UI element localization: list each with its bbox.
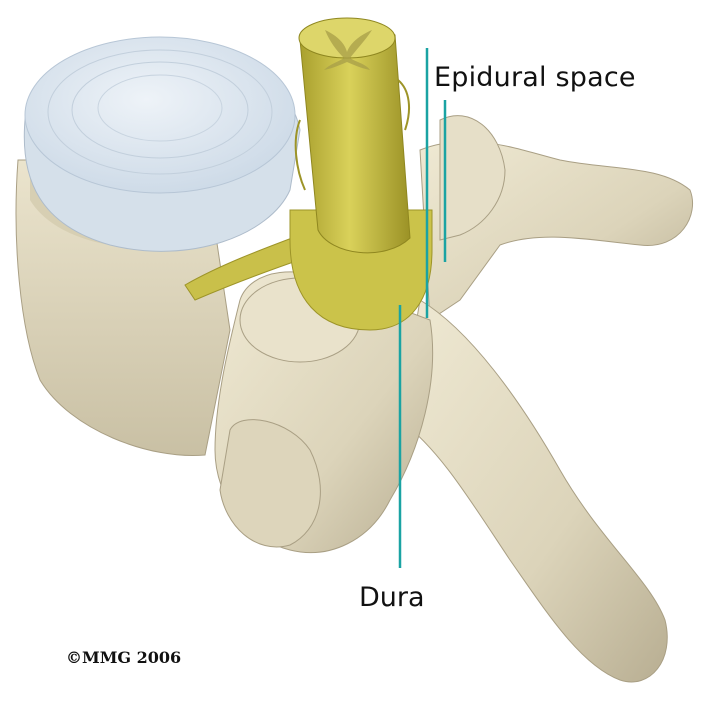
intervertebral-disc: [24, 37, 300, 251]
spinous-process: [400, 300, 667, 682]
dura-label: Dura: [359, 582, 425, 613]
spinal-cord: [290, 18, 432, 330]
copyright-notice: ©MMG 2006: [66, 648, 181, 667]
transverse-process-right: [420, 116, 693, 320]
epidural-space-label: Epidural space: [434, 62, 636, 93]
